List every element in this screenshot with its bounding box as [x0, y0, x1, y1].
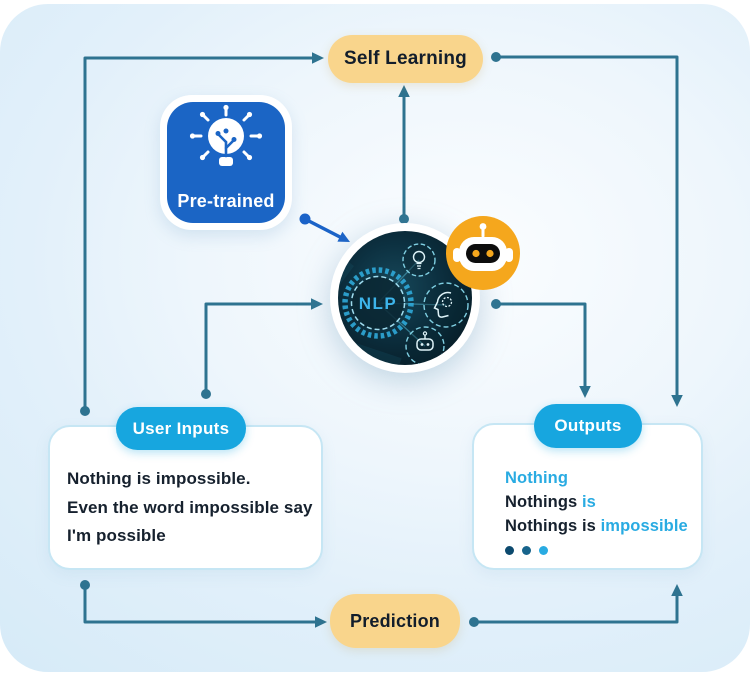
connector-user-inputs-to-prediction	[80, 580, 327, 628]
connector-nlp-to-self-learning	[398, 85, 410, 224]
lightbulb-circuit-icon	[189, 104, 263, 166]
outputs-pill: Outputs	[534, 404, 642, 448]
self-learning-label: Self Learning	[344, 48, 467, 69]
user-inputs-box: Nothing is impossible. Even the word imp…	[48, 425, 323, 570]
user-input-line: Even the word impossible say	[67, 497, 313, 517]
ellipsis-dot	[505, 546, 514, 555]
typing-ellipsis	[505, 546, 688, 555]
idea-bulb-icon	[402, 243, 436, 277]
ellipsis-dot	[539, 546, 548, 555]
user-inputs-pill: User Inputs	[116, 407, 246, 450]
outputs-text: Nothing Nothings is Nothings is impossib…	[505, 466, 688, 555]
nlp-tech-circle: NLP	[330, 223, 480, 373]
connector-nlp-to-outputs	[491, 299, 591, 398]
user-input-line: I'm possible	[67, 526, 166, 545]
pre-trained-label: Pre-trained	[177, 191, 275, 211]
ellipsis-dot	[522, 546, 531, 555]
head-profile-icon	[423, 282, 469, 328]
output-line: Nothing	[505, 469, 569, 487]
nlp-label: NLP	[359, 294, 398, 313]
connector-user-inputs-to-self-learning	[80, 52, 324, 416]
user-input-line: Nothing is impossible.	[67, 469, 251, 488]
node-nlp-core: NLP	[330, 223, 480, 373]
robot-face-icon	[446, 216, 520, 290]
connector-user-inputs-to-nlp	[201, 298, 323, 399]
user-inputs-title: User Inputs	[132, 418, 230, 438]
output-line: Nothings is impossible	[505, 517, 688, 535]
output-line: Nothings is	[505, 493, 596, 511]
connector-pretrained-to-nlp	[299, 213, 350, 242]
connector-prediction-to-outputs	[469, 584, 683, 627]
node-prediction: Prediction	[330, 594, 460, 648]
prediction-label: Prediction	[349, 610, 440, 631]
robot-mini-icon	[405, 326, 445, 365]
node-self-learning: Self Learning	[328, 35, 483, 83]
node-pre-trained: Pre-trained	[160, 95, 292, 230]
outputs-title: Outputs	[554, 416, 622, 435]
connector-self-learning-to-outputs	[491, 52, 683, 407]
user-inputs-text: Nothing is impossible. Even the word imp…	[67, 465, 313, 551]
